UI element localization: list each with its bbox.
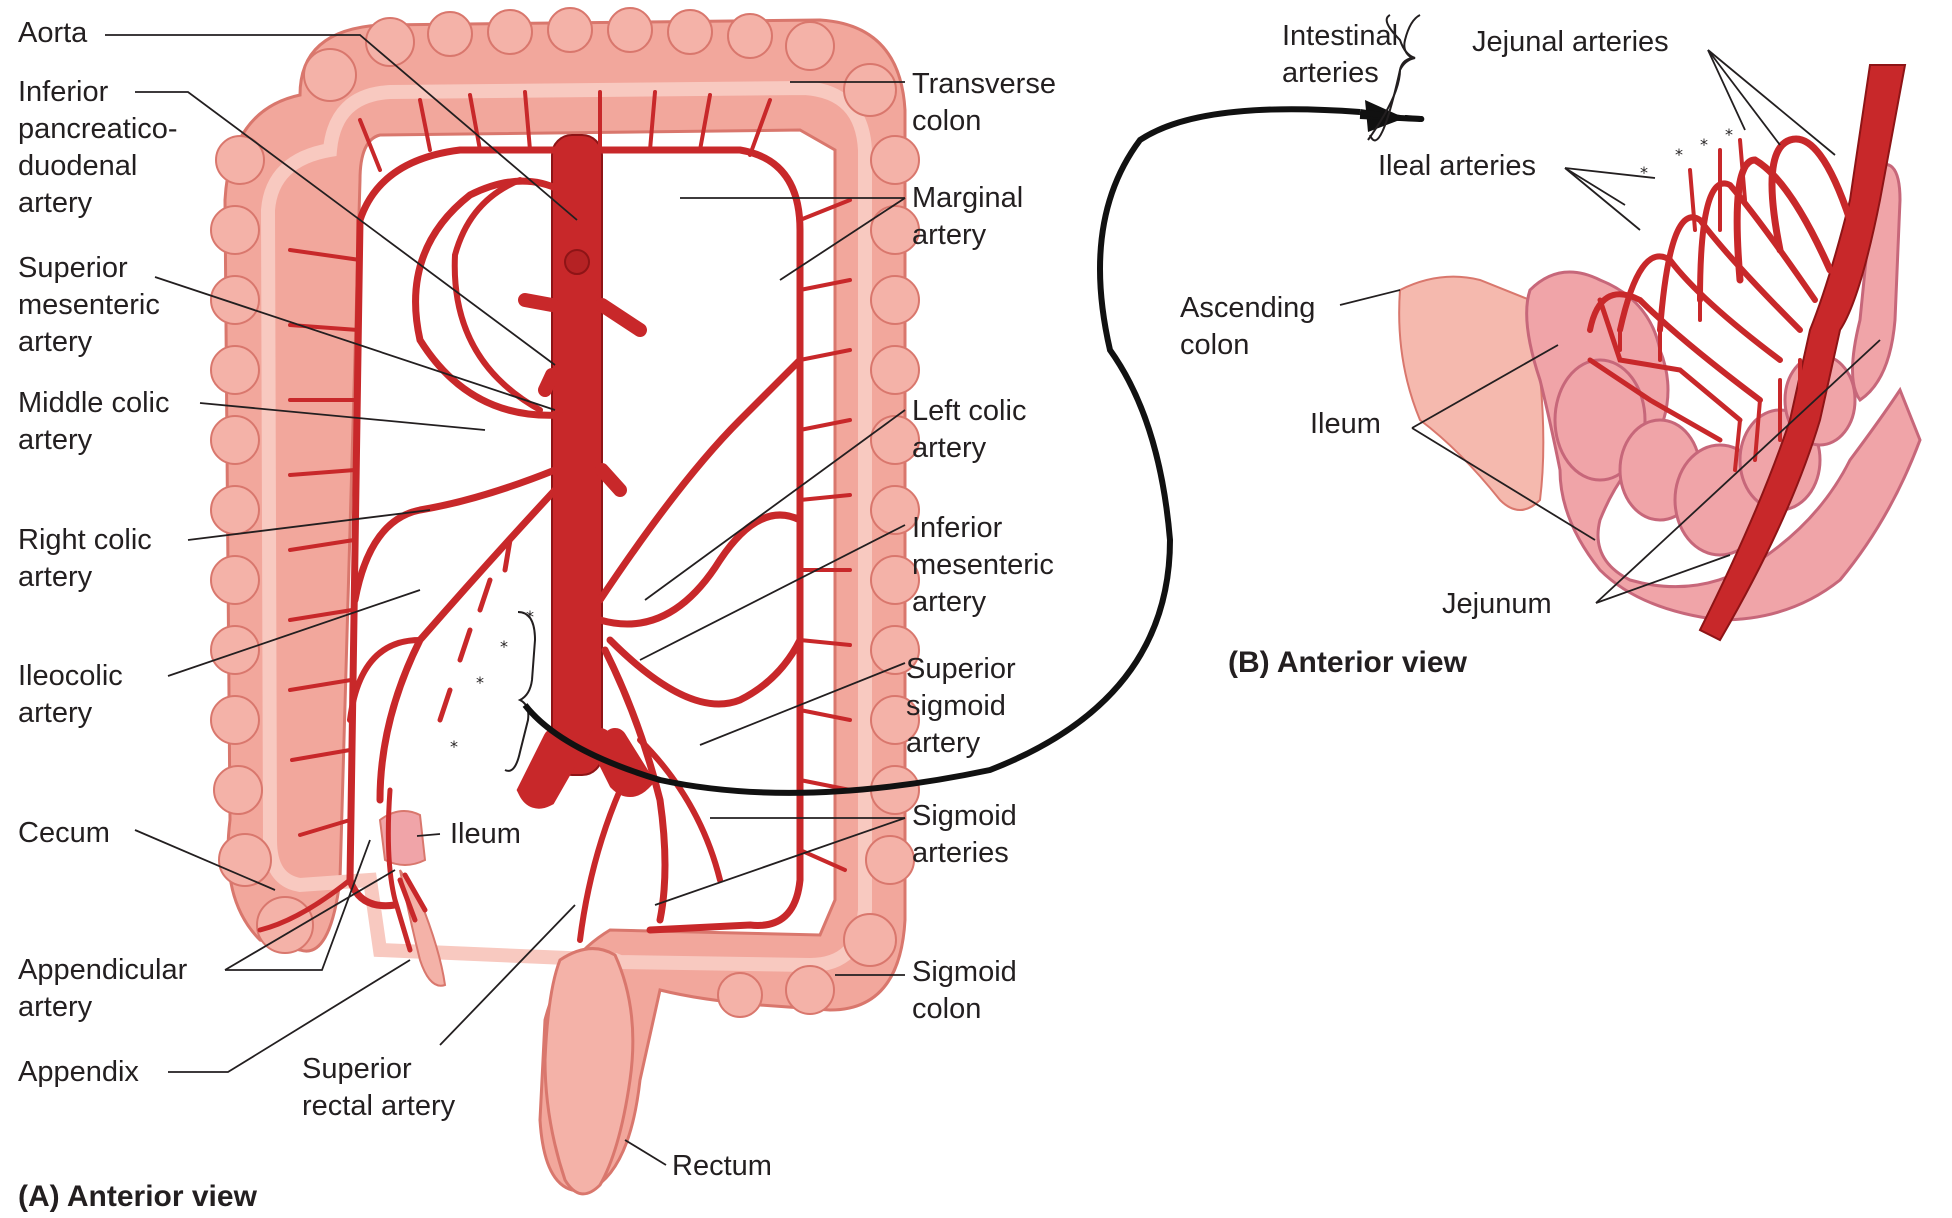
star-a3: * <box>476 673 484 692</box>
label-intestinal-arteries: Intestinal arteries <box>1282 18 1398 92</box>
label-sigmoid-arteries: Sigmoid arteries <box>912 798 1017 872</box>
label-transverse-colon: Transverse colon <box>912 66 1056 140</box>
label-ileal-arteries: Ileal arteries <box>1378 148 1536 185</box>
label-ileum-b: Ileum <box>1310 406 1381 443</box>
label-ileocolic: Ileocolic artery <box>18 658 123 732</box>
label-superior-mesenteric: Superior mesenteric artery <box>18 250 160 361</box>
brace-a <box>505 612 535 771</box>
star-a2: * <box>500 637 508 656</box>
label-superior-sigmoid: Superior sigmoid artery <box>906 651 1016 762</box>
label-marginal: Marginal artery <box>912 180 1023 254</box>
label-jejunal-arteries: Jejunal arteries <box>1472 24 1669 61</box>
label-right-colic: Right colic artery <box>18 522 152 596</box>
label-appendix: Appendix <box>18 1054 139 1091</box>
sma-origin <box>565 250 589 274</box>
star-b4: * <box>1725 125 1733 144</box>
label-cecum: Cecum <box>18 815 110 852</box>
label-aorta: Aorta <box>18 15 87 52</box>
label-inferior-mesenteric: Inferior mesenteric artery <box>912 510 1054 621</box>
appendix <box>400 870 445 986</box>
label-superior-rectal: Superior rectal artery <box>302 1051 455 1125</box>
label-ascending-colon: Ascending colon <box>1180 290 1315 364</box>
star-b3: * <box>1700 135 1708 154</box>
star-a4: * <box>450 737 458 756</box>
aorta-vessel <box>552 135 602 775</box>
caption-panel-b: (B) Anterior view <box>1228 644 1467 681</box>
star-b1: * <box>1640 163 1648 182</box>
star-b2: * <box>1675 145 1683 164</box>
label-rectum: Rectum <box>672 1148 772 1185</box>
label-sigmoid-colon: Sigmoid colon <box>912 954 1017 1028</box>
connector-seg <box>1393 105 1410 115</box>
caption-panel-a: (A) Anterior view <box>18 1178 257 1215</box>
panel-a-illustration: * * * * <box>211 8 919 1194</box>
label-ileum-a: Ileum <box>450 816 521 853</box>
label-jejunum: Jejunum <box>1442 586 1552 623</box>
label-appendicular: Appendicular artery <box>18 952 187 1026</box>
panel-b-illustration: * * * * <box>1368 15 1920 640</box>
label-inferior-pancreaticoduodenal: Inferior pancreatico- duodenal artery <box>18 74 178 222</box>
label-middle-colic: Middle colic artery <box>18 385 170 459</box>
label-left-colic: Left colic artery <box>912 393 1026 467</box>
